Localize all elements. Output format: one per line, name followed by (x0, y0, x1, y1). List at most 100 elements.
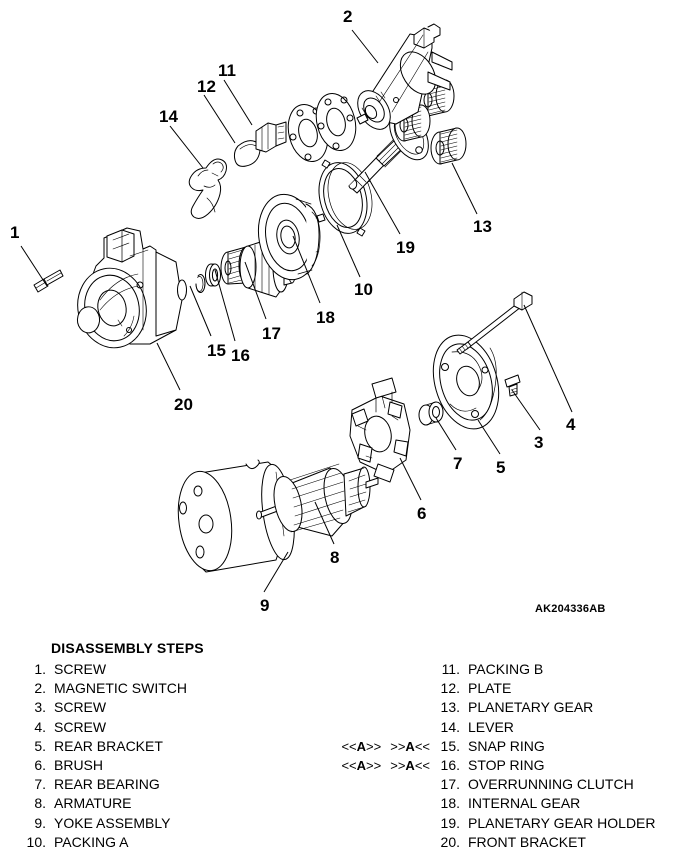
step-row: 9.YOKE ASSEMBLY (16, 814, 316, 833)
step-label: SCREW (54, 718, 107, 735)
leader-line-11 (223, 79, 253, 126)
assembly-marker-before: <<A>> (341, 757, 382, 773)
step-row: 19.PLANETARY GEAR HOLDER (430, 814, 675, 833)
leader-line-10 (336, 224, 361, 278)
step-label: MAGNETIC SWITCH (54, 680, 187, 697)
leader-line-14 (169, 125, 204, 169)
drawing-id-label: AK204336AB (535, 603, 606, 615)
disassembly-steps-heading: DISASSEMBLY STEPS (51, 640, 204, 656)
leader-line-5 (477, 419, 501, 455)
callout-number-19: 19 (396, 238, 415, 257)
step-row: 11.PACKING B (430, 660, 675, 679)
step-label: PACKING B (468, 661, 544, 677)
assembly-marker-after: >>A<< (390, 757, 430, 773)
step-label: SCREW (54, 661, 107, 677)
callout-number-12: 12 (197, 77, 216, 96)
step-number: 17. (440, 776, 460, 793)
callout-number-18: 18 (316, 308, 335, 327)
step-number: 13. (440, 699, 460, 716)
part-magnetic-switch-2 (356, 23, 453, 130)
illustration-svg (20, 23, 573, 593)
step-label: STOP RING (468, 756, 545, 773)
step-number: 10. (26, 833, 46, 850)
step-label: PLATE (468, 680, 512, 697)
callout-number-14: 14 (159, 107, 178, 126)
leader-line-17 (244, 261, 267, 320)
callout-number-3: 3 (534, 433, 544, 452)
callout-number-6: 6 (417, 504, 427, 523)
step-row: 12.PLATE (430, 679, 675, 698)
assembly-marker-row (310, 660, 430, 679)
step-number: 3. (34, 699, 46, 716)
leader-lines (20, 29, 573, 593)
callout-number-15: 15 (207, 341, 226, 360)
leader-line-1 (20, 245, 48, 287)
step-row: 17.OVERRUNNING CLUTCH (430, 775, 675, 794)
part-front-bracket-20 (77, 227, 187, 349)
part-brush-6 (349, 377, 411, 483)
part-lever-14 (188, 158, 227, 219)
step-label: REAR BRACKET (54, 737, 163, 754)
part-internal-gear-18 (257, 193, 321, 281)
step-label: PACKING A (54, 833, 129, 850)
callout-number-5: 5 (496, 458, 506, 477)
leader-line-13 (451, 162, 478, 215)
step-row: 8.ARMATURE (16, 794, 316, 813)
assembly-marker-row (310, 718, 430, 737)
step-number: 15. (440, 737, 460, 754)
step-row: 4. SCREW (16, 718, 316, 737)
step-row: 2.MAGNETIC SWITCH (16, 679, 316, 698)
step-label: PLANETARY GEAR (468, 699, 594, 716)
step-number: 6. (34, 756, 46, 773)
assembly-marker-row (310, 698, 430, 717)
step-row: 13. PLANETARY GEAR (430, 698, 675, 717)
callout-number-11: 11 (218, 61, 236, 80)
assembly-marker-before: <<A>> (341, 738, 382, 754)
step-row: 16. STOP RING (430, 756, 675, 775)
part-packing-b-11 (255, 121, 287, 153)
assembly-marker-row: <<A>> >>A<< (310, 737, 430, 756)
step-number: 7. (34, 776, 46, 793)
callout-number-20: 20 (174, 395, 193, 414)
callout-number-17: 17 (262, 324, 281, 343)
part-snap-ring-15 (195, 274, 206, 293)
disassembly-steps-section: DISASSEMBLY STEPS 1. SCREW 2.MAGNETIC SWIT… (0, 636, 675, 850)
step-number: 16. (440, 756, 460, 773)
step-row: 3.SCREW (16, 698, 316, 717)
leader-line-3 (511, 389, 541, 431)
step-number: 5. (34, 737, 46, 754)
step-row: 1. SCREW (16, 660, 316, 679)
part-armature-8 (256, 463, 379, 537)
callout-number-10: 10 (354, 280, 373, 299)
part-screw-3 (504, 374, 521, 397)
leader-line-8 (314, 501, 335, 545)
step-label: INTERNAL GEAR (468, 795, 581, 812)
step-row: 20.FRONT BRACKET (430, 833, 675, 852)
callout-number-13: 13 (473, 217, 492, 236)
leader-line-4 (523, 304, 573, 413)
step-row: 5. REAR BRACKET (16, 737, 316, 756)
part-rear-bracket-5 (432, 334, 500, 430)
leader-line-6 (399, 457, 422, 501)
step-row: 15.SNAP RING (430, 737, 675, 756)
leader-line-16 (214, 269, 236, 342)
step-label: REAR BEARING (54, 776, 160, 793)
part-rear-bearing-7 (418, 401, 444, 426)
step-number: 18. (440, 795, 460, 812)
step-number: 4. (34, 718, 46, 735)
leader-line-12 (203, 94, 236, 144)
step-number: 1. (34, 661, 46, 677)
callout-number-8: 8 (330, 548, 340, 567)
leader-line-9 (263, 551, 289, 593)
step-row: 18. INTERNAL GEAR (430, 794, 675, 813)
assembly-marker-row (310, 679, 430, 698)
part-screw-4-through-bolt (456, 291, 533, 355)
step-label: FRONT BRACKET (468, 833, 586, 850)
step-number: 19. (440, 814, 460, 831)
assembly-marker-after: >>A<< (390, 738, 430, 754)
assembly-marker-row: <<A>> >>A<< (310, 756, 430, 775)
assembly-markers-column: <<A>> >>A<< <<A>> >>A<< (310, 660, 430, 775)
